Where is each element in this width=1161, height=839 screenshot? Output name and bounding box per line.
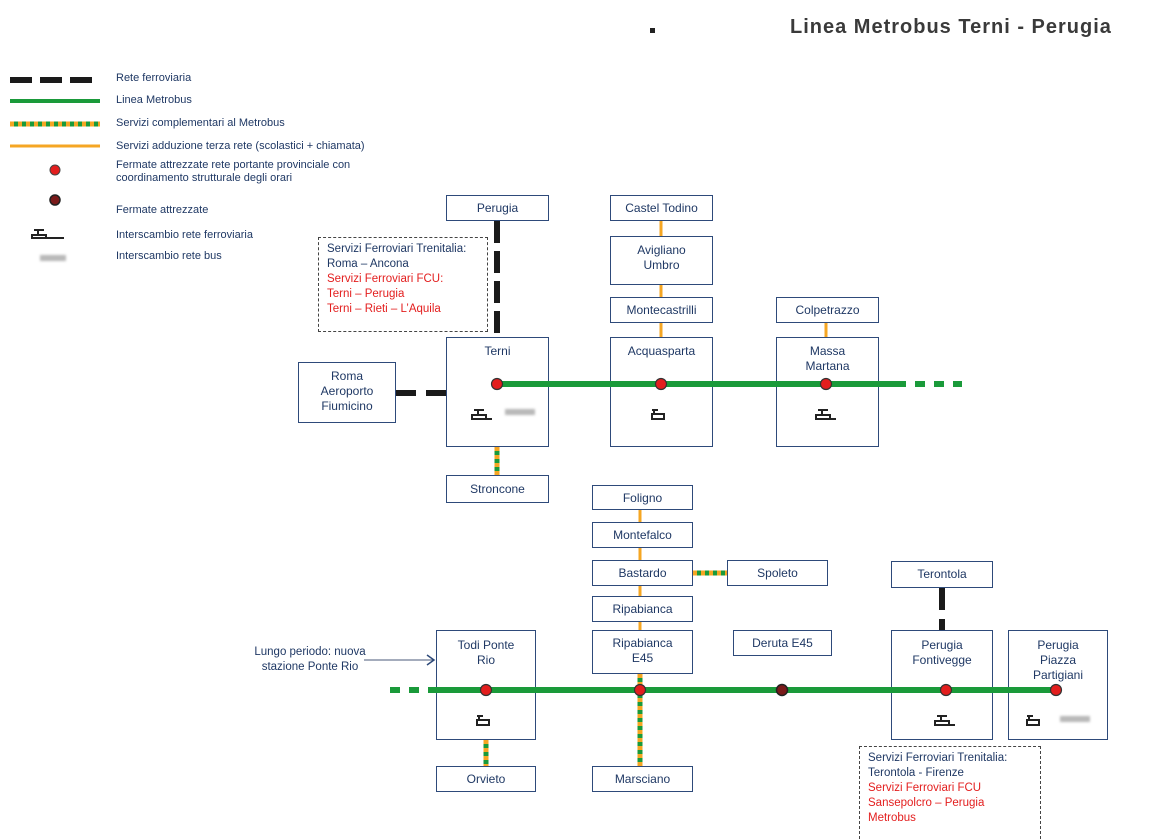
legend-complementary-icon bbox=[10, 121, 100, 127]
note-line: Terni – Rieti – L’Aquila bbox=[327, 303, 441, 315]
page-title: Linea Metrobus Terni - Perugia bbox=[790, 16, 1112, 38]
station-label: Perugia Piazza Partigiani bbox=[1032, 638, 1084, 682]
note-line: Metrobus bbox=[868, 812, 916, 824]
station-label: Montecastrilli bbox=[626, 303, 697, 317]
note-line: Terontola - Firenze bbox=[868, 767, 964, 779]
station-stroncone[interactable]: Stroncone bbox=[446, 475, 549, 503]
station-label: Colpetrazzo bbox=[795, 303, 860, 317]
legend-label-feeder: Servizi adduzione terza rete (scolastici… bbox=[116, 140, 365, 152]
station-deruta-e45[interactable]: Deruta E45 bbox=[733, 630, 832, 656]
station-bastardo[interactable]: Bastardo bbox=[592, 560, 693, 586]
legend-label-complementary: Servizi complementari al Metrobus bbox=[116, 117, 285, 129]
station-orvieto[interactable]: Orvieto bbox=[436, 766, 536, 792]
station-label: Acquasparta bbox=[627, 344, 696, 358]
station-spoleto[interactable]: Spoleto bbox=[727, 560, 828, 586]
stop-todi bbox=[479, 683, 493, 697]
station-label: Avigliano Umbro bbox=[637, 243, 686, 272]
legend-label-train: Interscambio rete ferroviaria bbox=[116, 229, 253, 241]
station-terni[interactable]: Terni bbox=[446, 337, 549, 447]
legend-label-stop: Fermate attrezzate bbox=[116, 204, 209, 216]
station-label: Bastardo bbox=[618, 566, 667, 580]
train-icon bbox=[815, 409, 836, 420]
stop-fontivegge bbox=[939, 683, 953, 697]
station-label: Terni bbox=[484, 344, 511, 358]
station-montefalco[interactable]: Montefalco bbox=[592, 522, 693, 548]
bus-icon bbox=[1060, 716, 1090, 722]
stop-terni bbox=[490, 377, 504, 391]
legend-stop-icon bbox=[49, 194, 61, 206]
stop-deruta bbox=[775, 683, 789, 697]
train-icon bbox=[476, 715, 490, 726]
bus-icon bbox=[505, 409, 535, 415]
station-label: Marsciano bbox=[614, 772, 671, 786]
station-acquasparta[interactable]: Acquasparta bbox=[610, 337, 713, 447]
station-label: Montefalco bbox=[613, 528, 672, 542]
note-terni-rail: Servizi Ferroviari Trenitalia: Roma – An… bbox=[318, 237, 488, 332]
station-label: Stroncone bbox=[470, 482, 525, 496]
station-label: Ripabianca bbox=[612, 602, 673, 616]
station-terontola[interactable]: Terontola bbox=[891, 561, 993, 588]
station-label: Castel Todino bbox=[625, 201, 698, 215]
station-foligno[interactable]: Foligno bbox=[592, 485, 693, 510]
annotation-ponte-rio: Lungo periodo: nuova stazione Ponte Rio bbox=[254, 646, 366, 673]
legend-label-railway: Rete ferroviaria bbox=[116, 72, 192, 84]
legend-metrobus-icon bbox=[10, 99, 100, 103]
station-label: Spoleto bbox=[757, 566, 798, 580]
note-line: Servizi Ferroviari FCU: bbox=[327, 273, 444, 285]
train-icon bbox=[934, 715, 955, 726]
station-perugia-top[interactable]: Perugia bbox=[446, 195, 549, 221]
legend-label-bus: Interscambio rete bus bbox=[116, 250, 222, 262]
note-line: Terni – Perugia bbox=[327, 288, 405, 300]
legend-feeder-icon bbox=[10, 144, 100, 148]
train-icon bbox=[651, 409, 665, 420]
station-label: Roma Aeroporto Fiumicino bbox=[320, 369, 374, 413]
stop-piazza-partigiani bbox=[1049, 683, 1063, 697]
note-line: Servizi Ferroviari Trenitalia: bbox=[327, 243, 467, 255]
stop-ripabianca-e45 bbox=[633, 683, 647, 697]
station-massa-martana[interactable]: Massa Martana bbox=[776, 337, 879, 447]
stop-acquasparta bbox=[654, 377, 668, 391]
station-colpetrazzo[interactable]: Colpetrazzo bbox=[776, 297, 879, 323]
station-montecastrilli[interactable]: Montecastrilli bbox=[610, 297, 713, 323]
legend-railway-icon bbox=[10, 77, 100, 83]
note-fontivegge-rail: Servizi Ferroviari Trenitalia: Terontola… bbox=[859, 746, 1041, 839]
station-label: Todi Ponte Rio bbox=[457, 638, 515, 667]
legend-train-icon bbox=[31, 229, 64, 239]
legend-red-stop-icon bbox=[49, 164, 61, 176]
station-castel-todino[interactable]: Castel Todino bbox=[610, 195, 713, 221]
station-label: Terontola bbox=[917, 567, 967, 581]
station-label: Perugia Fontivegge bbox=[912, 638, 972, 667]
note-line: Roma – Ancona bbox=[327, 258, 409, 270]
station-roma-fiumicino[interactable]: Roma Aeroporto Fiumicino bbox=[298, 362, 396, 423]
station-label: Deruta E45 bbox=[752, 636, 813, 650]
station-label: Perugia bbox=[476, 201, 519, 215]
title-bullet bbox=[650, 28, 655, 33]
legend-bus-icon bbox=[40, 255, 66, 261]
station-label: Massa Martana bbox=[805, 344, 850, 373]
note-line: Servizi Ferroviari Trenitalia: bbox=[868, 752, 1008, 764]
stop-massa-martana bbox=[819, 377, 833, 391]
station-avigliano-umbro[interactable]: Avigliano Umbro bbox=[610, 236, 713, 285]
note-line: Servizi Ferroviari FCU bbox=[868, 782, 982, 794]
station-ripabianca-e45[interactable]: Ripabianca E45 bbox=[592, 630, 693, 674]
station-ripabianca[interactable]: Ripabianca bbox=[592, 596, 693, 622]
station-marsciano[interactable]: Marsciano bbox=[592, 766, 693, 792]
station-label: Foligno bbox=[622, 491, 663, 505]
note-line: Sansepolcro – Perugia bbox=[868, 797, 985, 809]
station-label: Ripabianca E45 bbox=[612, 636, 673, 665]
station-label: Orvieto bbox=[466, 772, 506, 786]
train-icon bbox=[471, 409, 492, 420]
legend-label-red-stop: Fermate attrezzate rete portante provinc… bbox=[116, 159, 351, 184]
train-icon bbox=[1026, 715, 1040, 726]
legend-label-metrobus: Linea Metrobus bbox=[116, 94, 192, 106]
